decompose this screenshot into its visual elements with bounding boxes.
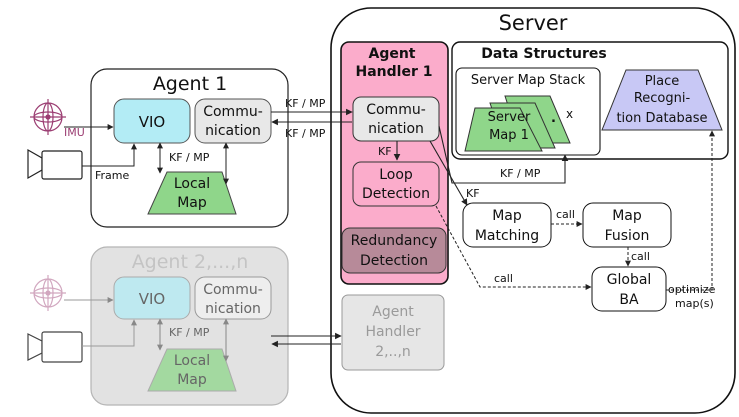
handler-2n-line2: Handler <box>365 324 420 340</box>
call-label-3: call <box>494 272 513 285</box>
server-map-1 <box>464 107 543 152</box>
place-recognition-line2: Recogni- <box>634 91 691 106</box>
map-matching <box>462 202 552 248</box>
handler-2n-line1: Agent <box>372 304 414 320</box>
agent-2n-comm-line2: nication <box>205 301 261 317</box>
server-map-stack-title: Server Map Stack <box>471 73 586 88</box>
map-matching-line1: Map <box>492 208 522 224</box>
place-recognition-database <box>601 69 723 131</box>
frame-label: Frame <box>95 169 130 182</box>
comm-to-map-matching-arrow <box>429 140 468 206</box>
link-kf-mp-bottom-label: KF / MP <box>285 127 326 140</box>
optimize-label-line1: optimize <box>668 283 716 296</box>
server-map-1-label-line2: Map 1 <box>489 128 529 143</box>
handler-2n-line3: 2,..,n <box>375 344 411 360</box>
redundancy-line1: Redundancy <box>351 233 438 249</box>
agent-1-communication <box>194 98 272 144</box>
place-recognition-line1: Place <box>645 74 680 89</box>
handler-1-comm-line2: nication <box>368 121 424 137</box>
agent-1-local-map <box>147 171 237 215</box>
optimize-label-line2: map(s) <box>675 297 714 310</box>
imu-icon <box>30 275 66 311</box>
agent-1-local-map-line2: Map <box>177 195 207 211</box>
frame-2n-to-vio-arrow <box>82 319 137 347</box>
call-label-1: call <box>556 208 575 221</box>
agent-2n-comm-line1: Commu- <box>203 282 263 298</box>
handler-1-title-line2: Handler 1 <box>356 64 433 80</box>
map-fusion-line2: Fusion <box>605 228 650 244</box>
place-recognition-line3: tion Database <box>616 111 707 126</box>
redundancy-line2: Detection <box>360 253 428 269</box>
map-matching-line2: Matching <box>475 228 539 244</box>
redundancy-detection <box>341 227 447 274</box>
agent-2n-vio <box>113 276 191 320</box>
agent-handler-2n <box>341 294 445 371</box>
server-kf-mp-label: KF / MP <box>500 167 541 180</box>
agent-2n-local-map-line2: Map <box>177 372 207 388</box>
comm-to-server-map-arrow <box>438 125 569 184</box>
loop-detection-line1: Loop <box>379 167 413 183</box>
global-ba <box>591 266 667 312</box>
agent-1-kf-mp-label: KF / MP <box>169 151 210 164</box>
agent-2n-kf-mp-label: KF / MP <box>169 326 210 339</box>
agent-2n-communication <box>194 276 272 320</box>
server-map-1-label-line1: Server <box>488 110 531 125</box>
handler-1-communication <box>352 96 440 142</box>
global-ba-line2: BA <box>619 292 639 308</box>
handler-1-title-line1: Agent <box>368 46 415 62</box>
agent-1-vio-label: VIO <box>139 113 166 131</box>
agent-2n-vio-label: VIO <box>139 290 166 308</box>
camera-icon <box>27 148 83 180</box>
map-fusion <box>582 202 672 248</box>
map-fusion-line1: Map <box>612 208 642 224</box>
agent-2n-local-map <box>147 348 237 392</box>
camera-icon <box>27 331 83 363</box>
frame-to-vio-arrow <box>82 143 137 167</box>
agent-1-comm-line2: nication <box>205 123 261 139</box>
agent-1-comm-line1: Commu- <box>203 104 263 120</box>
map-stack-ellipsis: . <box>551 111 556 126</box>
loop-detection <box>352 161 440 207</box>
agent-1-title: Agent 1 <box>153 73 227 95</box>
data-structures-title: Data Structures <box>481 46 606 62</box>
imu-label: IMU <box>64 126 85 139</box>
handler-1-comm-line1: Commu- <box>366 102 426 118</box>
handler-1-kf-label: KF <box>378 145 392 158</box>
global-ba-line1: Global <box>607 272 652 288</box>
agent-2n-title: Agent 2,...,n <box>132 251 249 273</box>
imu-icon <box>30 99 66 135</box>
agent-1-vio <box>113 98 191 144</box>
agent-1-local-map-line1: Local <box>174 176 210 192</box>
call-label-2: call <box>631 250 650 263</box>
agent-2n-local-map-line1: Local <box>174 353 210 369</box>
loop-to-ba-call <box>435 205 592 290</box>
loop-detection-line2: Detection <box>362 186 430 202</box>
server-title: Server <box>499 11 568 35</box>
link-kf-mp-top-label: KF / MP <box>285 97 326 110</box>
ba-to-place-recognition <box>666 130 715 291</box>
map-stack-x-label: x <box>566 107 573 121</box>
server-kf-label: KF <box>466 187 480 200</box>
